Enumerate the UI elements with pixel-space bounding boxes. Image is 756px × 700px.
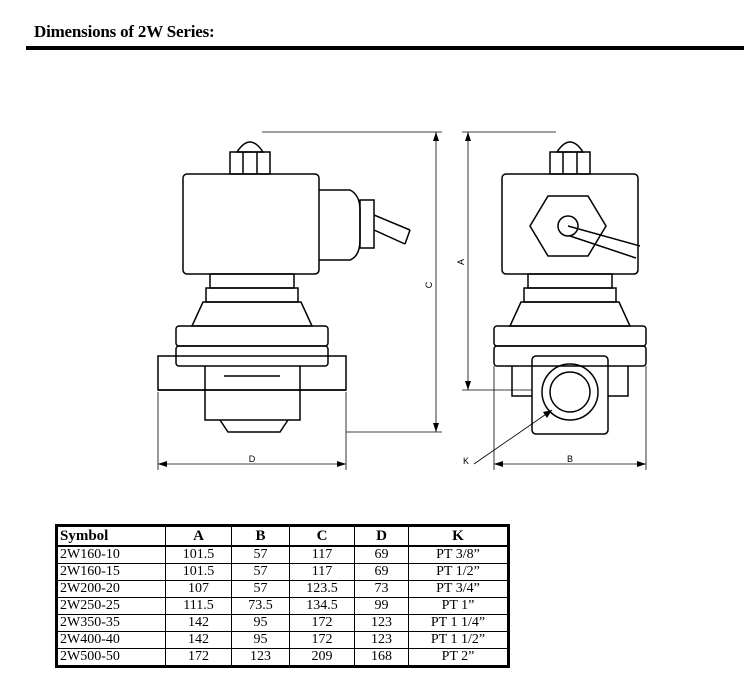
front-view xyxy=(157,141,411,433)
cell-d: 73 xyxy=(354,580,409,598)
cell-c: 117 xyxy=(289,563,355,581)
header-a: A xyxy=(165,525,232,547)
cell-b: 57 xyxy=(231,545,290,564)
cell-d: 69 xyxy=(354,545,409,564)
cell-symbol: 2W500-50 xyxy=(56,648,166,667)
table-header-row: Symbol A B C D K xyxy=(56,525,509,547)
cell-k: PT 3/4” xyxy=(408,580,509,598)
cell-b: 95 xyxy=(231,614,290,632)
cell-a: 101.5 xyxy=(165,563,232,581)
cell-c: 117 xyxy=(289,545,355,564)
title-rule xyxy=(26,46,744,50)
cell-a: 172 xyxy=(165,648,232,667)
cell-b: 57 xyxy=(231,580,290,598)
cell-d: 69 xyxy=(354,563,409,581)
page-title: Dimensions of 2W Series: xyxy=(34,22,215,41)
cell-c: 172 xyxy=(289,631,355,649)
table-row: 2W350-35 142 95 172 123 PT 1 1/4” xyxy=(56,614,509,632)
dim-a-label: A xyxy=(456,259,466,265)
cell-c: 134.5 xyxy=(289,597,355,615)
table-row: 2W400-40 142 95 172 123 PT 1 1/2” xyxy=(56,631,509,649)
cell-a: 111.5 xyxy=(165,597,232,615)
cell-b: 95 xyxy=(231,631,290,649)
cell-b: 57 xyxy=(231,563,290,581)
cell-k: PT 2” xyxy=(408,648,509,667)
dimension-arrows xyxy=(158,132,646,467)
dimensions-table: Symbol A B C D K 2W160-10 101.5 57 117 6… xyxy=(55,524,510,668)
dim-d-label: D xyxy=(249,454,256,464)
cell-symbol: 2W200-20 xyxy=(56,580,166,598)
cell-symbol: 2W350-35 xyxy=(56,614,166,632)
cell-c: 172 xyxy=(289,614,355,632)
cell-k: PT 1 1/2” xyxy=(408,631,509,649)
cell-k: PT 1/2” xyxy=(408,563,509,581)
cell-symbol: 2W160-15 xyxy=(56,563,166,581)
header-d: D xyxy=(354,525,409,547)
dim-c-label: C xyxy=(424,281,434,288)
cell-symbol: 2W160-10 xyxy=(56,545,166,564)
table-row: 2W200-20 107 57 123.5 73 PT 3/4” xyxy=(56,580,509,598)
cell-k: PT 3/8” xyxy=(408,545,509,564)
table-row: 2W250-25 111.5 73.5 134.5 99 PT 1” xyxy=(56,597,509,615)
cell-d: 123 xyxy=(354,631,409,649)
header-symbol: Symbol xyxy=(56,525,166,547)
table-row: 2W160-10 101.5 57 117 69 PT 3/8” xyxy=(56,545,509,564)
cell-d: 99 xyxy=(354,597,409,615)
cell-b: 123 xyxy=(231,648,290,667)
header-c: C xyxy=(289,525,355,547)
side-view xyxy=(493,141,647,435)
dimension-lines xyxy=(157,131,647,470)
cell-a: 101.5 xyxy=(165,545,232,564)
header-b: B xyxy=(231,525,290,547)
valve-drawing: D C A B K xyxy=(157,131,647,470)
cell-c: 123.5 xyxy=(289,580,355,598)
cell-b: 73.5 xyxy=(231,597,290,615)
cell-a: 142 xyxy=(165,614,232,632)
dim-b-label: B xyxy=(567,454,573,464)
cell-c: 209 xyxy=(289,648,355,667)
cell-k: PT 1” xyxy=(408,597,509,615)
header-k: K xyxy=(408,525,509,547)
dim-k-label: K xyxy=(463,456,469,466)
cell-a: 142 xyxy=(165,631,232,649)
table-row: 2W500-50 172 123 209 168 PT 2” xyxy=(56,648,509,667)
cell-symbol: 2W250-25 xyxy=(56,597,166,615)
cell-a: 107 xyxy=(165,580,232,598)
cell-symbol: 2W400-40 xyxy=(56,631,166,649)
cell-d: 168 xyxy=(354,648,409,667)
cell-k: PT 1 1/4” xyxy=(408,614,509,632)
cell-d: 123 xyxy=(354,614,409,632)
table-row: 2W160-15 101.5 57 117 69 PT 1/2” xyxy=(56,563,509,581)
